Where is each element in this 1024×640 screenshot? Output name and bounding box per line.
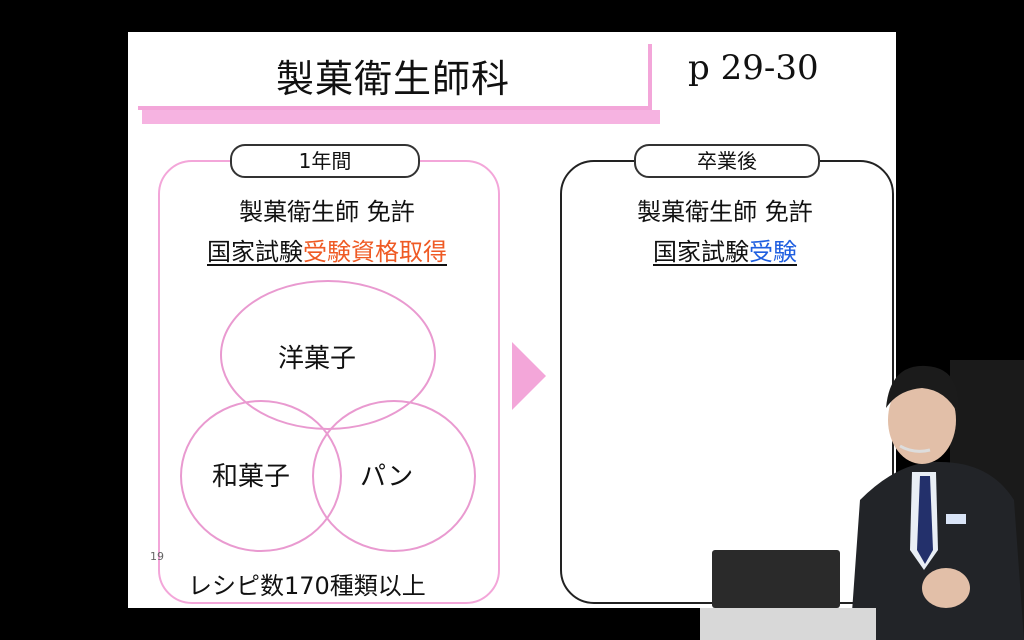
slide-title: 製菓衛生師科 (275, 57, 510, 101)
title-box: 製菓衛生師科 (138, 44, 652, 110)
right-panel (560, 160, 894, 604)
right-exam-prefix: 国家試験 (653, 238, 749, 266)
right-license-text: 製菓衛生師 免許 (637, 198, 813, 226)
slide-page-number: 19 (150, 550, 164, 563)
venn-circle-bread (312, 400, 476, 552)
recipe-count-text: レシピ数170種類以上 (188, 572, 426, 600)
venn-label-bread: パン (360, 462, 414, 492)
right-exam-line: 国家試験受験 (560, 232, 890, 267)
left-license-text: 製菓衛生師 免許 (239, 198, 415, 226)
right-exam-highlight: 受験 (749, 238, 797, 266)
page-reference: p 29-30 (688, 48, 819, 88)
title-underline-bar (142, 110, 660, 124)
left-exam-line: 国家試験受験資格取得 (158, 232, 496, 267)
presentation-slide: 製菓衛生師科 p 29-30 1年間 製菓衛生師 免許 国家試験受験資格取得 洋… (128, 32, 896, 608)
left-exam-highlight: 受験資格取得 (303, 238, 447, 266)
venn-label-western: 洋菓子 (278, 344, 357, 374)
arrow-right-icon (512, 342, 546, 410)
left-exam-prefix: 国家試験 (207, 238, 303, 266)
right-panel-pill: 卒業後 (634, 144, 820, 178)
venn-label-japanese: 和菓子 (212, 462, 291, 492)
presenter-video-overlay (700, 360, 1024, 640)
left-panel-pill: 1年間 (230, 144, 420, 178)
